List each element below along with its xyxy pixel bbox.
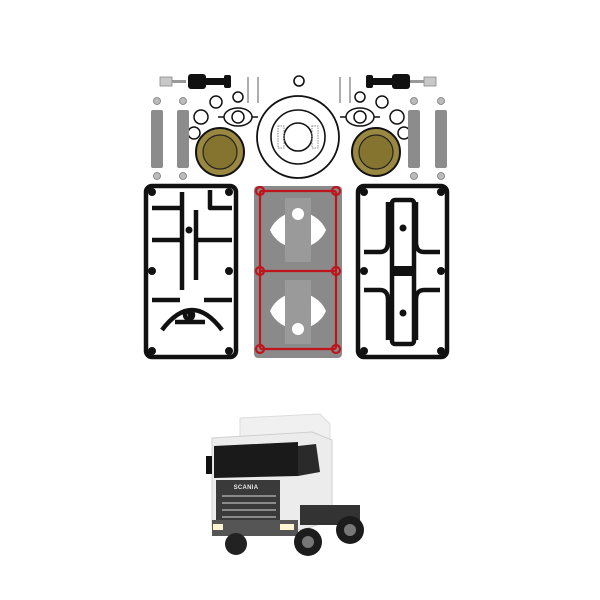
left-gasket-holes [148, 188, 233, 355]
washers-straps [151, 97, 447, 180]
pins [247, 77, 351, 103]
small-o-ring [293, 75, 305, 87]
left-bolt-plunger [159, 74, 231, 89]
left-valve-gasket [143, 183, 239, 360]
right-gasket-holes [360, 188, 445, 355]
right-valve-gasket [355, 183, 450, 360]
scania-truck [206, 413, 364, 556]
right-bolt-plunger [366, 74, 437, 89]
scania-badge: SCANIA [233, 485, 259, 491]
center-valve-plate-gasket [254, 185, 342, 358]
flange-gaskets [218, 107, 380, 127]
gold-diaphragms [195, 127, 401, 177]
center-rings-springs [256, 95, 340, 179]
